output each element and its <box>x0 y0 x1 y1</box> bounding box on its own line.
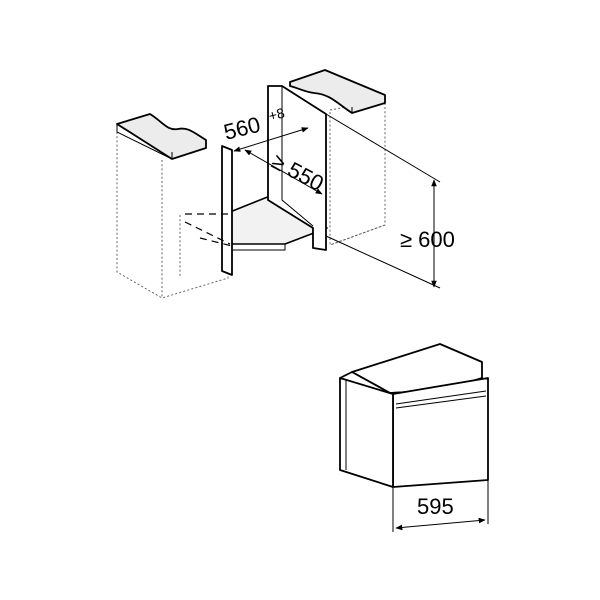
left-cabinet <box>116 113 229 299</box>
width-tolerance-label: +8 <box>267 104 287 123</box>
left-side-panel <box>221 145 233 276</box>
oven-front <box>392 377 489 488</box>
oven-side <box>339 377 394 488</box>
dimension-lines <box>184 113 441 289</box>
right-cabinet <box>289 69 386 246</box>
oven-appliance <box>339 343 489 532</box>
left-countertop <box>116 113 207 160</box>
height-dimension-label: ≥ 600 <box>400 227 455 252</box>
appliance-width-label: 595 <box>417 494 454 519</box>
width-dimension-label: 560 <box>221 112 263 145</box>
